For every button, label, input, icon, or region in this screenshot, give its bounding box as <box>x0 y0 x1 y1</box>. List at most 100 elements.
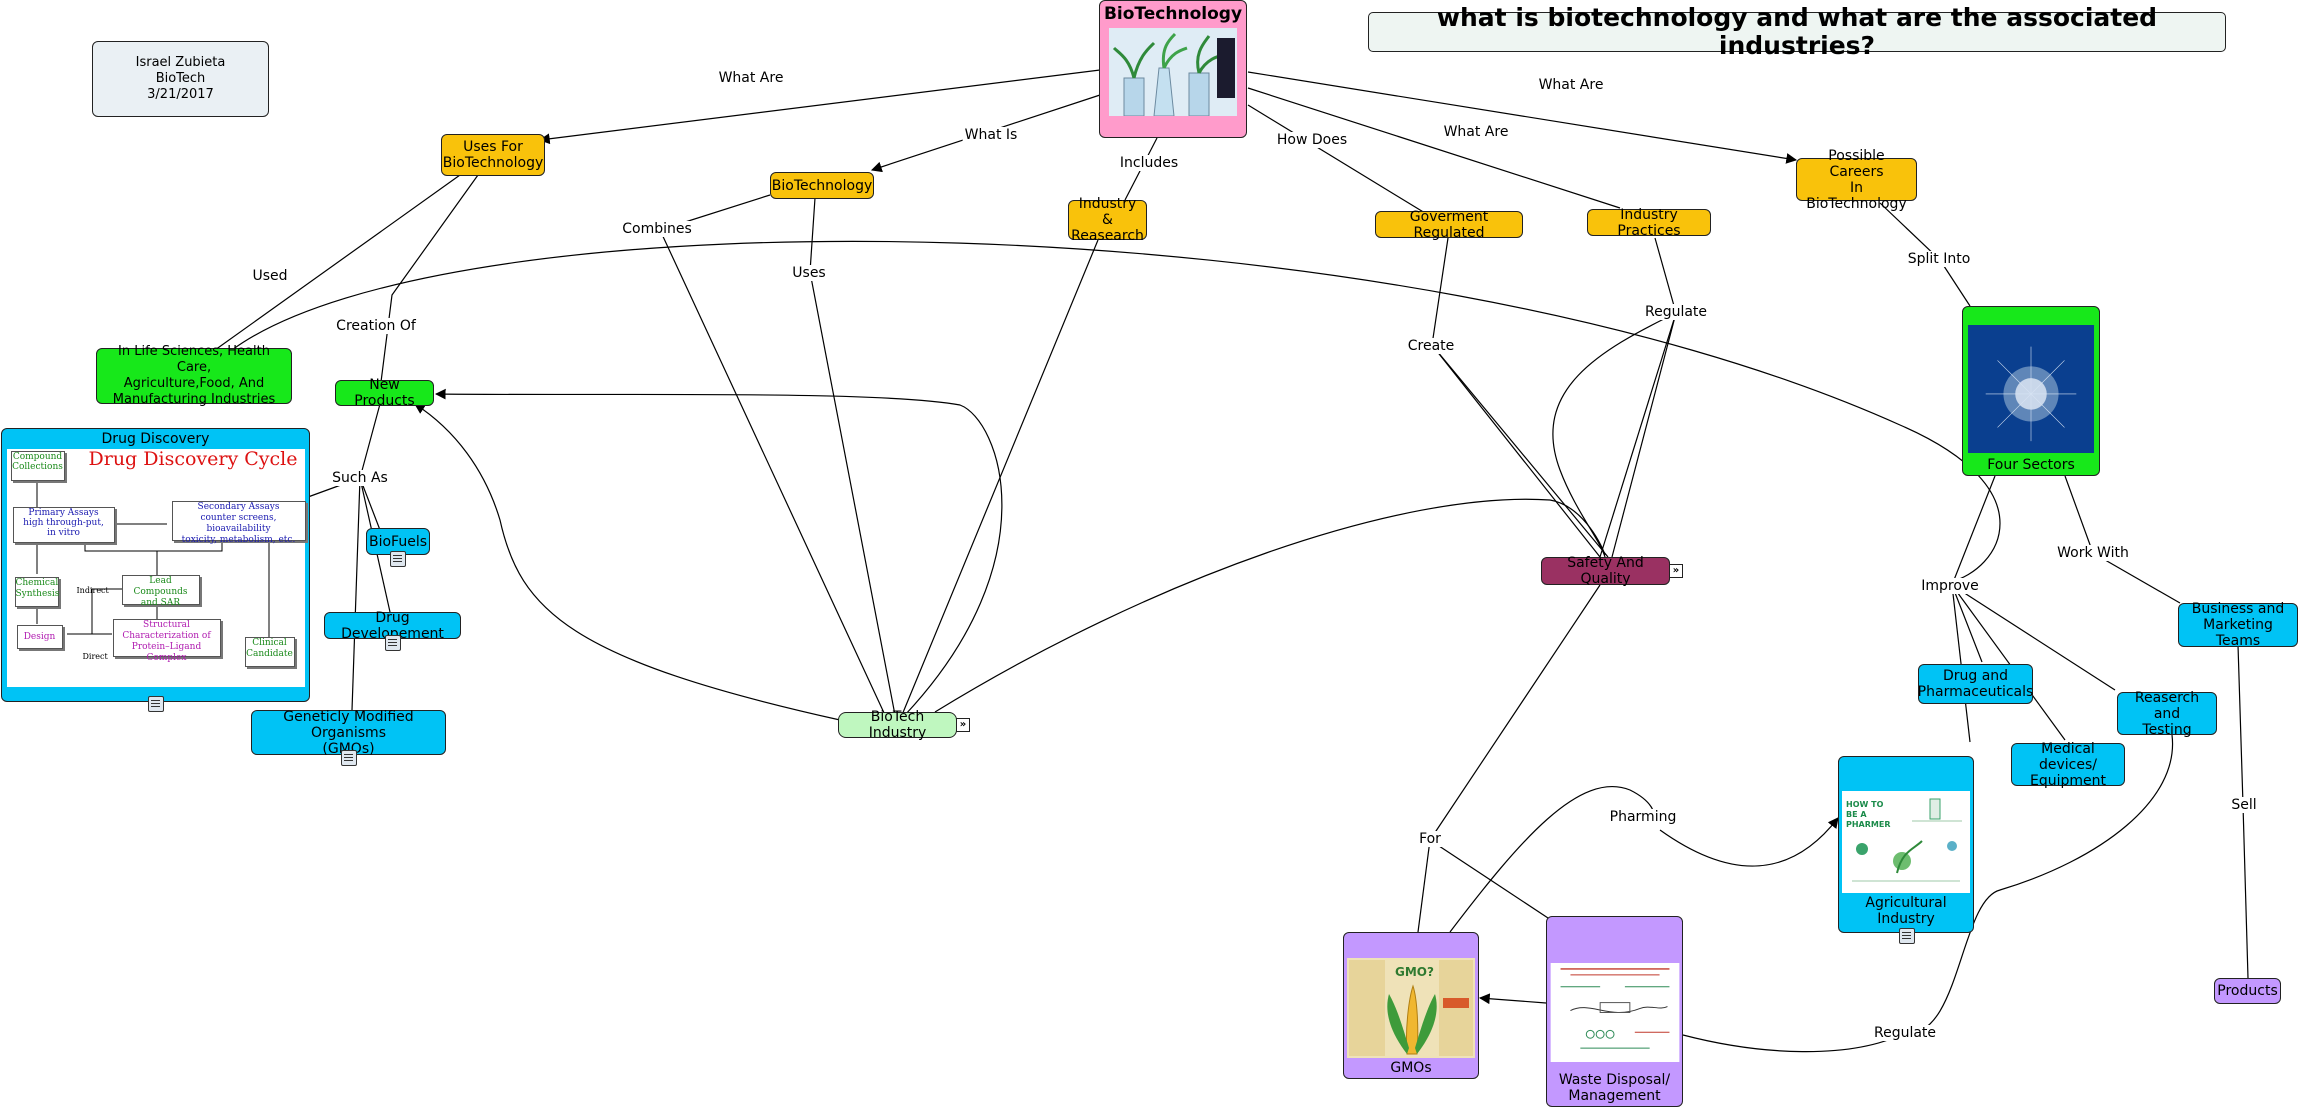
expand-icon[interactable]: » <box>956 718 970 732</box>
edge-improve-drug <box>1951 584 1971 743</box>
expand-icon[interactable]: » <box>1669 564 1683 578</box>
gmos-node[interactable]: GMO? GMOs <box>1343 932 1479 1079</box>
edge-label-work-with: Work With <box>2055 545 2131 561</box>
cycle-direct: Direct <box>82 652 108 661</box>
drug-pharma-node[interactable]: Drug and Pharmaceuticals <box>1918 664 2033 704</box>
edge-pharming-agri <box>1659 817 1839 867</box>
edge-label-what-is: What Is <box>962 127 1020 143</box>
gmos-organisms-node[interactable]: Geneticly Modified Organisms (GMOs) <box>251 709 446 757</box>
resource-doc-icon[interactable] <box>341 750 357 766</box>
edge-improve-drug2 <box>1951 584 1983 663</box>
drug-discovery-node[interactable]: Drug Discovery Drug Discovery Cycle Comp… <box>1 428 310 702</box>
edge-improve-research <box>1951 584 2116 691</box>
edge-careers-split <box>1879 202 1941 261</box>
edge-label-includes: Includes <box>1117 155 1181 171</box>
edge-for-waste <box>1429 839 1549 919</box>
edge-business-sell <box>2237 644 2244 806</box>
industry-research-node[interactable]: Industry & Reasearch <box>1068 196 1147 244</box>
edge-label-create: Create <box>1405 338 1457 354</box>
edge-label-pharming: Pharming <box>1607 809 1679 825</box>
edge-regulate-waste <box>1682 1032 1906 1053</box>
lab-plants-image <box>1109 28 1237 116</box>
svg-text:GMO?: GMO? <box>1395 965 1434 979</box>
biotechnology-node[interactable]: BioTechnology <box>770 172 874 199</box>
edge-workwith-business <box>2092 552 2181 604</box>
edge-label-uses: Uses <box>790 265 828 281</box>
edge-uses-newproducts <box>380 174 479 383</box>
author-date: 3/21/2017 <box>147 87 214 102</box>
svg-text:BE A: BE A <box>1846 810 1867 819</box>
edge-improve-medical <box>1951 584 2066 741</box>
pharmer-infographic-image: HOW TO BE A PHARMER <box>1842 791 1970 893</box>
resource-doc-icon[interactable] <box>390 551 406 567</box>
possible-careers-node[interactable]: Possible Careers In BioTechnology <box>1796 148 1917 212</box>
research-testing-node[interactable]: Reaserch and Testing <box>2117 690 2217 738</box>
edge-industry-newproducts <box>434 388 1003 716</box>
edge-label-used: Used <box>250 268 290 284</box>
author-box[interactable]: Israel Zubieta BioTech 3/21/2017 <box>92 41 269 117</box>
edge-regulate-safety2 <box>1552 312 1677 558</box>
safety-quality-node[interactable]: Safety And Quality <box>1541 555 1670 587</box>
page-title: what is biotechnology and what are the a… <box>1368 4 2226 60</box>
uses-for-biotech-node[interactable]: Uses For BioTechnology <box>441 134 545 176</box>
cycle-title: Drug Discovery Cycle <box>88 448 298 470</box>
resource-doc-icon[interactable] <box>1899 928 1915 944</box>
author-subject: BioTech <box>155 71 206 86</box>
business-marketing-node[interactable]: Business and Marketing Teams <box>2178 601 2298 649</box>
cycle-design: Design <box>16 625 63 649</box>
drug-discovery-cycle-image: Drug Discovery Cycle Compound Collection… <box>6 448 306 687</box>
life-sciences-node[interactable]: In Life Sciences, Health Care, Agricultu… <box>96 344 292 407</box>
edge-label-sell: Sell <box>2229 797 2259 813</box>
government-regulated-node[interactable]: Goverment Regulated <box>1375 209 1523 241</box>
svg-text:PHARMER: PHARMER <box>1846 820 1891 829</box>
edge-regulate-safety <box>1611 312 1677 558</box>
edge-label-regulate: Regulate <box>1871 1025 1939 1041</box>
edge-waste-gmos <box>1478 993 1547 1005</box>
edge-label-what-are: What Are <box>1441 124 1511 140</box>
edge-industry-newproducts2 <box>414 403 841 721</box>
cycle-secondary: Secondary Assays counter screens, bioava… <box>171 501 306 545</box>
edge-for-gmos <box>1417 839 1431 933</box>
cycle-lead: Lead Compounds and SAR <box>121 575 200 608</box>
edge-create-safety <box>1431 344 1601 558</box>
edge-suchas-biofuels <box>359 477 381 531</box>
drug-development-node[interactable]: Drug Developement <box>324 610 461 642</box>
careers-wheel-image <box>1967 325 2095 453</box>
edge-gmos-pharming <box>1449 785 1654 933</box>
medical-devices-node[interactable]: Medical devices/ Equipment <box>2011 741 2125 789</box>
edge-label-for: For <box>1417 831 1443 847</box>
edge-label-how-does: How Does <box>1274 132 1350 148</box>
edge-root-gov <box>1247 104 1426 214</box>
cycle-chemical: Chemical Synthesis <box>14 577 59 607</box>
edge-uses-lifesci <box>214 174 461 351</box>
edge-practices-regulate <box>1654 237 1677 314</box>
resource-doc-icon[interactable] <box>148 696 164 712</box>
edge-label-creation-of: Creation Of <box>334 318 418 334</box>
cycle-arrows <box>36 479 269 637</box>
new-products-node[interactable]: New Products <box>335 377 434 409</box>
edge-suchas-gmo <box>351 477 361 711</box>
edge-safety-for <box>1429 584 1601 841</box>
biofuels-node[interactable]: BioFuels <box>366 528 430 555</box>
edge-root-careers <box>1247 71 1798 164</box>
products-node[interactable]: Products <box>2214 978 2281 1004</box>
edge-label-what-are: What Are <box>1536 77 1606 93</box>
cycle-indirect: Indirect <box>76 586 109 595</box>
agricultural-industry-node[interactable]: HOW TO BE A PHARMER Agricultural Industr… <box>1838 756 1974 933</box>
resource-doc-icon[interactable] <box>385 635 401 651</box>
cycle-primary: Primary Assays high through-put, in vitr… <box>12 507 115 543</box>
cycle-compound: Compound Collections <box>10 451 65 481</box>
industry-practices-node[interactable]: Industry Practices <box>1587 207 1711 239</box>
biotech-root-node[interactable]: BioTechnology <box>1099 0 1247 138</box>
biotech-industry-node[interactable]: BioTech Industry <box>838 709 957 741</box>
gmo-infographic-image: GMO? <box>1347 958 1475 1058</box>
edge-np-suchas <box>359 403 381 479</box>
svg-text:HOW TO: HOW TO <box>1846 800 1884 809</box>
four-sectors-node[interactable]: Four Sectors <box>1962 306 2100 476</box>
waste-disposal-node[interactable]: Waste Disposal/ Management <box>1546 916 1683 1107</box>
edge-label-what-are: What Are <box>716 70 786 86</box>
edge-research-regulate <box>1904 734 2174 1034</box>
author-name: Israel Zubieta <box>135 55 226 70</box>
edge-create-safety2 <box>1431 344 1609 558</box>
